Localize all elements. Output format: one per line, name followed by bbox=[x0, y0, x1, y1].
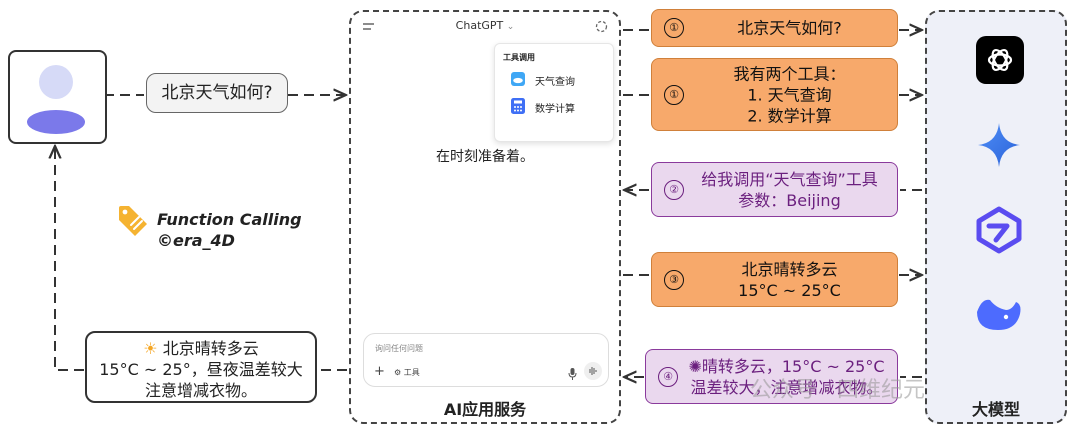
step-number: ② bbox=[664, 179, 684, 200]
app-panel-title: AI应用服务 bbox=[443, 400, 527, 419]
tool-popup: 工具调用 天气查询 数学计算 bbox=[494, 43, 614, 142]
voice-mode-button[interactable] bbox=[584, 362, 602, 380]
microphone-icon[interactable] bbox=[568, 368, 577, 380]
sun-icon: ☀ bbox=[143, 339, 158, 358]
input-placeholder[interactable]: 询问任何问题 bbox=[375, 344, 423, 353]
tool-weather[interactable]: 天气查询 bbox=[535, 77, 575, 88]
answer-line-2: 15°C ~ 25°，昼夜温差较大 bbox=[99, 360, 303, 379]
menu-icon[interactable] bbox=[362, 21, 376, 33]
step-number: ④ bbox=[658, 366, 678, 387]
deepseek-logo-icon bbox=[977, 299, 1021, 330]
qwen-logo-icon bbox=[976, 206, 1022, 254]
tools-icon: ⚙ bbox=[394, 368, 402, 377]
step-text: 北京天气如何? bbox=[737, 18, 842, 38]
tool-math[interactable]: 数学计算 bbox=[535, 104, 575, 115]
watermark: 公众号 · 四维纪元 bbox=[750, 378, 925, 403]
assistant-message: 在时刻准备着。 bbox=[436, 149, 534, 165]
model-selector[interactable]: ChatGPT bbox=[455, 19, 504, 32]
tools-button[interactable]: ⚙ 工具 bbox=[394, 367, 420, 378]
popup-title: 工具调用 bbox=[503, 53, 535, 62]
waveform-icon bbox=[589, 367, 597, 375]
step-number: ① bbox=[664, 18, 684, 38]
user-avatar-box bbox=[8, 50, 107, 144]
answer-line-1: 北京晴转多云 bbox=[162, 339, 259, 358]
weather-icon bbox=[511, 72, 525, 86]
new-chat-icon[interactable] bbox=[595, 20, 608, 33]
chat-input-box[interactable]: 询问任何问题 + ⚙ 工具 bbox=[363, 333, 609, 387]
gemini-logo-icon bbox=[978, 123, 1020, 167]
chevron-down-icon: ⌄ bbox=[506, 22, 515, 32]
sun-icon: ✺ bbox=[688, 356, 702, 376]
tools-label: 工具 bbox=[403, 368, 420, 377]
step-text: ✺晴转多云，15°C ~ 25°C 温差较大，注意增减衣物。 bbox=[688, 356, 885, 397]
step-number: ① bbox=[664, 84, 684, 105]
ai-app-panel bbox=[349, 10, 621, 424]
function-calling-label: Function Calling bbox=[157, 210, 302, 229]
step-number: ③ bbox=[664, 269, 684, 290]
user-icon bbox=[27, 65, 85, 134]
author-label: ©era_4D bbox=[157, 231, 235, 250]
model-panel-title: 大模型 bbox=[971, 400, 1020, 419]
calculator-icon bbox=[511, 98, 525, 114]
tag-icon bbox=[119, 206, 147, 236]
step-box-3: ② 给我调用“天气查询”工具参数：Beijing bbox=[651, 162, 898, 217]
answer-bubble: ☀ 北京晴转多云 15°C ~ 25°，昼夜温差较大 注意增减衣物。 bbox=[85, 331, 317, 403]
openai-logo-icon bbox=[976, 36, 1024, 84]
answer-line-3: 注意增减衣物。 bbox=[144, 381, 257, 400]
plus-icon[interactable]: + bbox=[374, 364, 385, 379]
chat-header[interactable]: ChatGPT ⌄ bbox=[349, 19, 621, 32]
step-box-5: ④ ✺晴转多云，15°C ~ 25°C 温差较大，注意增减衣物。 bbox=[645, 349, 898, 404]
user-question-bubble: 北京天气如何? bbox=[146, 73, 288, 113]
step-box-1: ① 北京天气如何? bbox=[651, 9, 898, 47]
step-text: 给我调用“天气查询”工具参数：Beijing bbox=[701, 169, 878, 210]
